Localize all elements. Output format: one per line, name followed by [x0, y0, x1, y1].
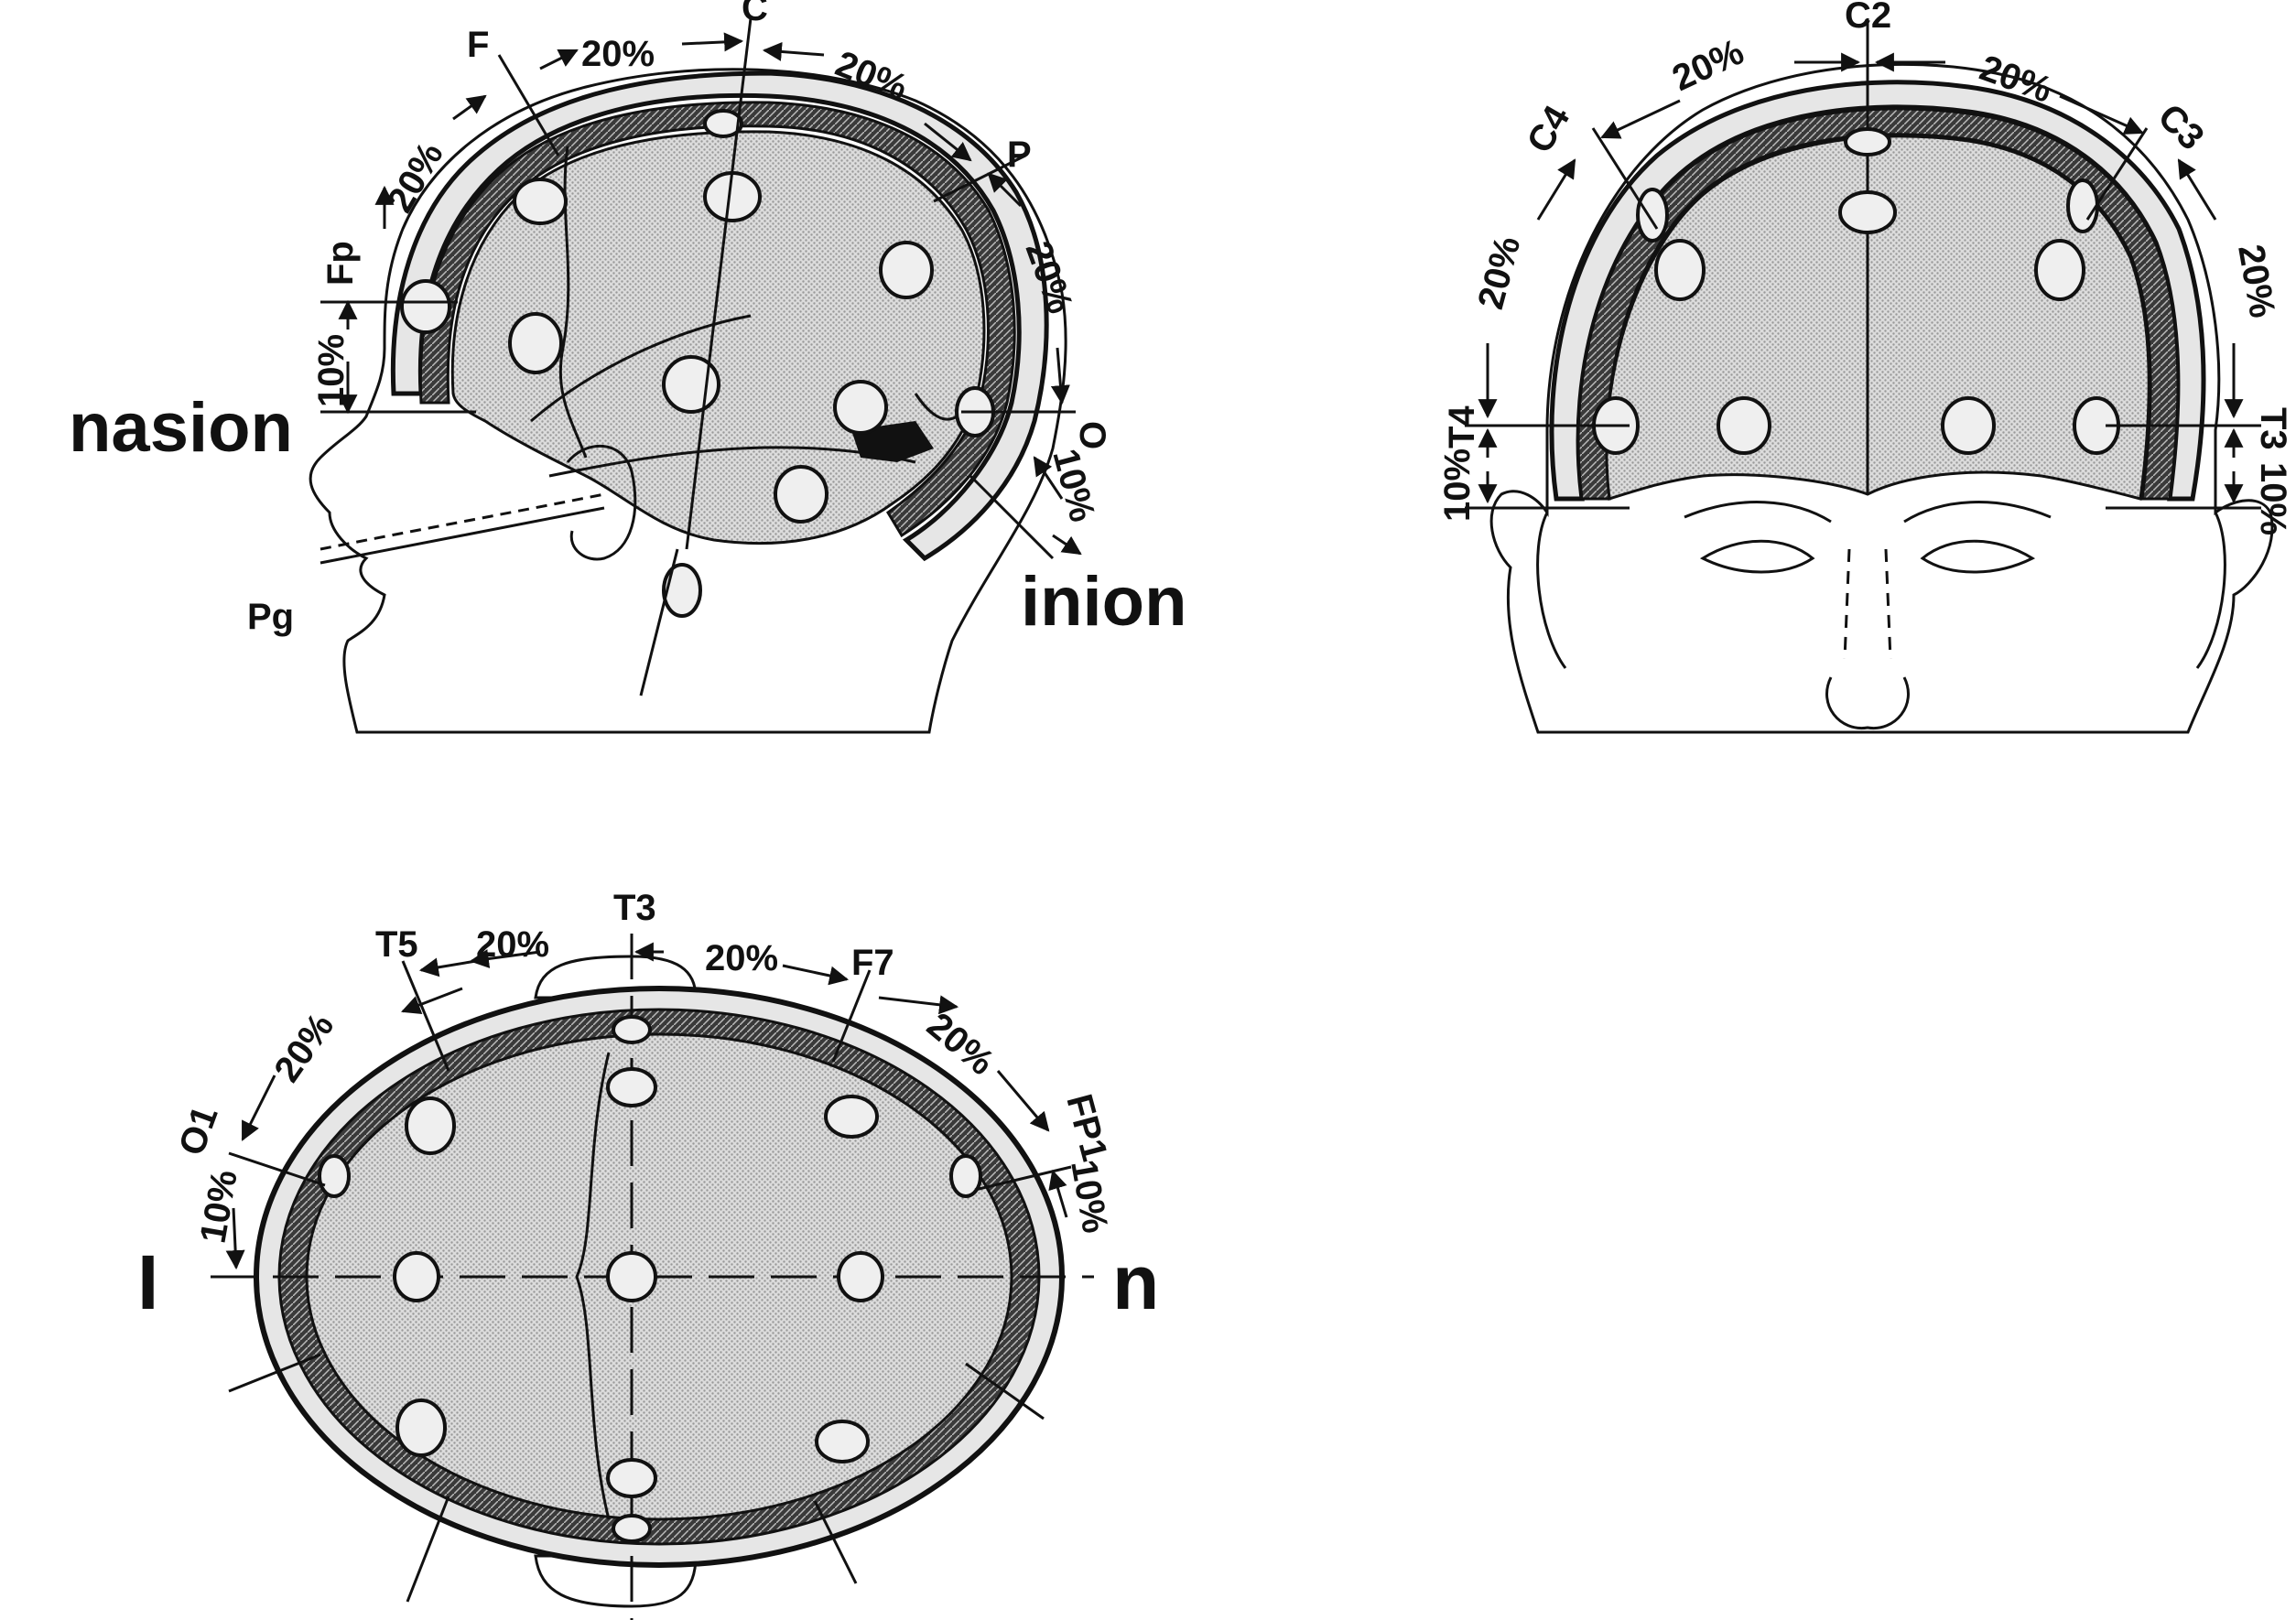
lateral-electrode: [879, 241, 934, 299]
top-electrode: [606, 1458, 657, 1498]
position-label-f: F: [467, 25, 489, 65]
lateral-electrode: [513, 178, 568, 225]
inion-label: inion: [1021, 563, 1187, 641]
frontal-electrode: [1941, 396, 1996, 455]
frontal-electrode: [1844, 127, 1891, 157]
frontal-electrode: [1636, 188, 1669, 243]
top-electrode: [815, 1420, 870, 1463]
n-label: n: [1112, 1239, 1159, 1325]
top-electrode: [606, 1251, 657, 1302]
pct-label: 20%: [266, 1006, 341, 1089]
top-electrode: [949, 1154, 982, 1198]
pct-label: 20%: [1470, 232, 1528, 314]
top-electrode: [393, 1251, 440, 1302]
pct-label: 10%: [1063, 1157, 1115, 1236]
position-label-c2: C2: [1845, 0, 1891, 36]
pct-label: 20%: [1666, 31, 1749, 99]
lateral-face-outline: [309, 68, 1067, 734]
top-electrode: [405, 1096, 456, 1155]
frontal-face-outline: [1489, 62, 2274, 734]
i-label: I: [137, 1239, 158, 1325]
position-label-f7: F7: [851, 943, 894, 983]
pct-label: 10%: [193, 1167, 245, 1246]
position-label-t3: T3: [2253, 407, 2293, 450]
pct-label: 10%: [2253, 462, 2293, 535]
position-label-fp: Fp: [320, 241, 361, 286]
top-view: I n T3 T5 F7 O1 FP1 20% 20% 20% 20% 10% …: [137, 888, 1159, 1620]
frontal-electrode: [1717, 396, 1771, 455]
top-electrode: [606, 1067, 657, 1107]
lateral-scalp: [390, 70, 1049, 562]
top-electrode: [837, 1251, 884, 1302]
position-label-c3: C3: [2150, 96, 2212, 157]
frontal-scalp: [1549, 80, 2206, 502]
position-label-t4: T4: [1442, 405, 1482, 448]
lateral-electrode: [703, 109, 743, 138]
pct-label: 10%: [311, 334, 352, 407]
nasion-label: nasion: [69, 389, 293, 467]
lateral-electrode: [400, 279, 451, 334]
position-label-t3: T3: [613, 888, 656, 928]
position-label-p: P: [1007, 135, 1032, 175]
pct-label: 10%: [1045, 445, 1102, 526]
position-label-fp1: FP1: [1058, 1090, 1114, 1165]
top-electrode: [612, 1514, 652, 1543]
lateral-skull: [418, 101, 1016, 538]
lateral-view: nasion inion F C P O Fp Pg 20% 20% 20% 2…: [69, 0, 1187, 734]
frontal-electrode: [2066, 178, 2099, 233]
position-label-c: C: [742, 0, 768, 28]
position-label-o1: O1: [171, 1101, 226, 1161]
lateral-electrode: [508, 312, 563, 374]
pct-label: 20%: [476, 924, 549, 965]
position-label-o: O: [1072, 421, 1112, 449]
lateral-electrode: [774, 465, 829, 524]
pct-label: 20%: [581, 34, 655, 74]
position-label-c4: C4: [1520, 99, 1578, 160]
lateral-electrode: [662, 563, 702, 618]
lateral-electrode: [833, 380, 888, 435]
frontal-skull: [1576, 107, 2180, 501]
frontal-electrode: [1654, 239, 1706, 301]
lateral-electrode: [662, 355, 720, 414]
pct-label: 10%: [1437, 448, 1478, 522]
frontal-view: C2 C4 C3 T4 T3 20% 20% 20% 20% 10% 10%: [1437, 0, 2293, 734]
top-electrode: [395, 1399, 447, 1457]
top-electrode: [612, 1015, 652, 1044]
position-label-pg: Pg: [247, 597, 294, 637]
top-electrode: [318, 1154, 351, 1198]
pct-label: 20%: [705, 938, 778, 978]
frontal-electrode: [2034, 239, 2085, 301]
top-electrode: [824, 1095, 879, 1139]
lateral-central-line: [685, 17, 753, 550]
position-label-t5: T5: [375, 924, 418, 965]
frontal-electrode: [1838, 190, 1897, 234]
pct-label: 20%: [2230, 242, 2282, 320]
